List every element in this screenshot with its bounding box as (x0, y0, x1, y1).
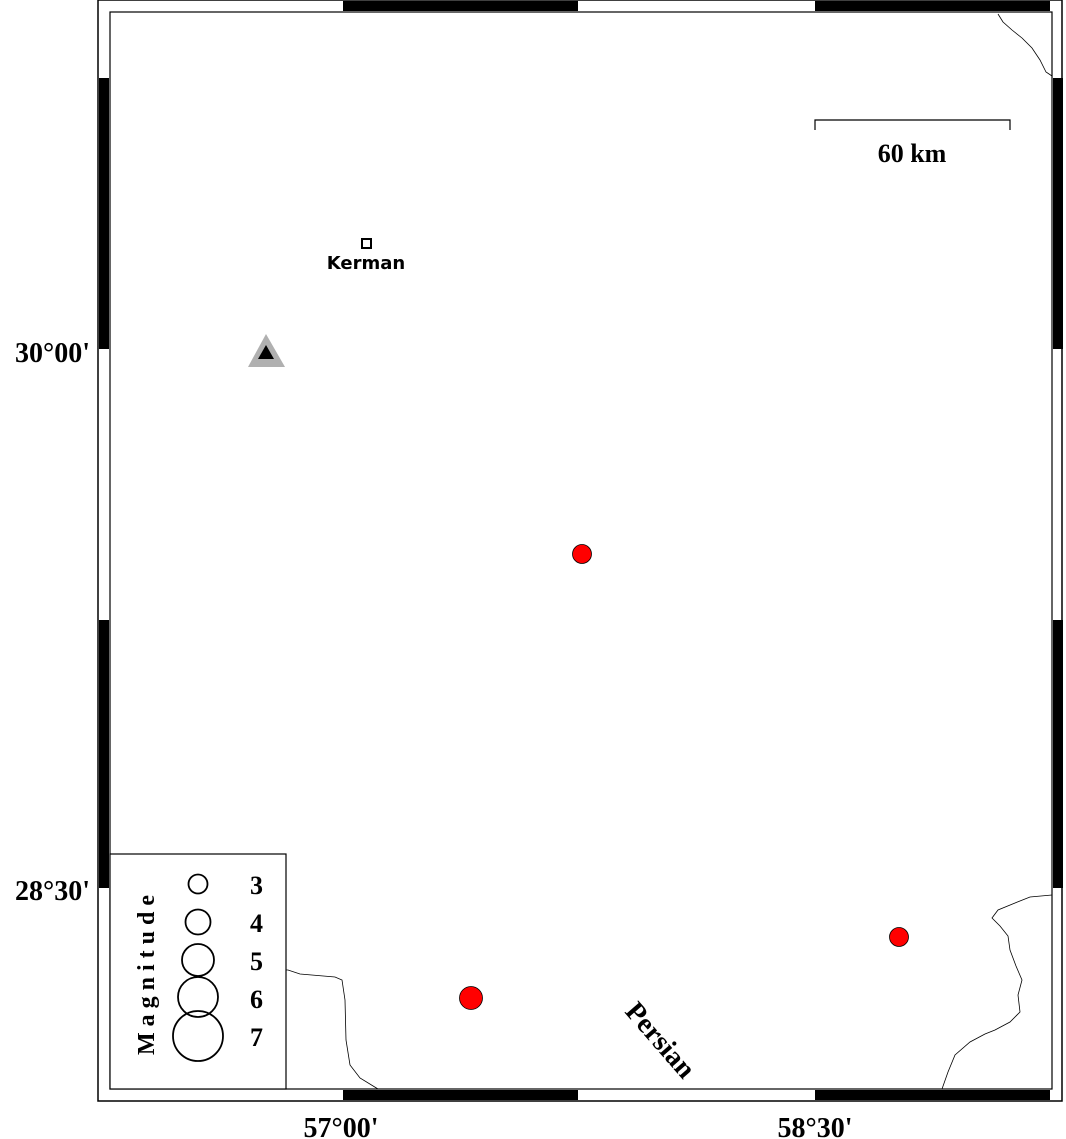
earthquake-events (459, 544, 909, 1010)
event-circle (459, 986, 483, 1010)
legend-circles (172, 873, 224, 1062)
water-label: Persian (619, 996, 702, 1085)
legend-circle-5 (181, 943, 215, 977)
legend-circle-6 (177, 976, 219, 1018)
lat-label-28-30: 28°30' (15, 876, 90, 907)
station-marker (248, 334, 285, 367)
legend-label-5: 5 (250, 947, 263, 976)
lat-label-30: 30°00' (15, 338, 90, 369)
event-circle (572, 544, 592, 564)
city-label: Kerman (327, 253, 405, 274)
scale-bar: 60 km (814, 119, 1011, 168)
legend-circle-3 (187, 873, 209, 895)
axis-labels: 57°00' 58°30' 30°00' 28°30' (15, 338, 852, 1139)
legend-circle-7 (172, 1010, 224, 1062)
scale-bar-label: 60 km (878, 139, 947, 168)
magnitude-legend: Magnitude 3 4 5 6 7 (109, 853, 287, 1090)
lon-label-57: 57°00' (304, 1113, 379, 1139)
legend-title: Magnitude (134, 889, 160, 1055)
legend-label-7: 7 (250, 1023, 263, 1052)
event-circle (889, 927, 909, 947)
city-marker (361, 238, 372, 249)
lon-label-58-30: 58°30' (778, 1113, 853, 1139)
legend-label-4: 4 (250, 909, 263, 938)
map-frame (97, 0, 1063, 1102)
legend-circle-4 (184, 908, 212, 936)
city-kerman: Kerman (327, 238, 405, 274)
legend-label-6: 6 (250, 985, 263, 1014)
legend-label-3: 3 (250, 871, 263, 900)
